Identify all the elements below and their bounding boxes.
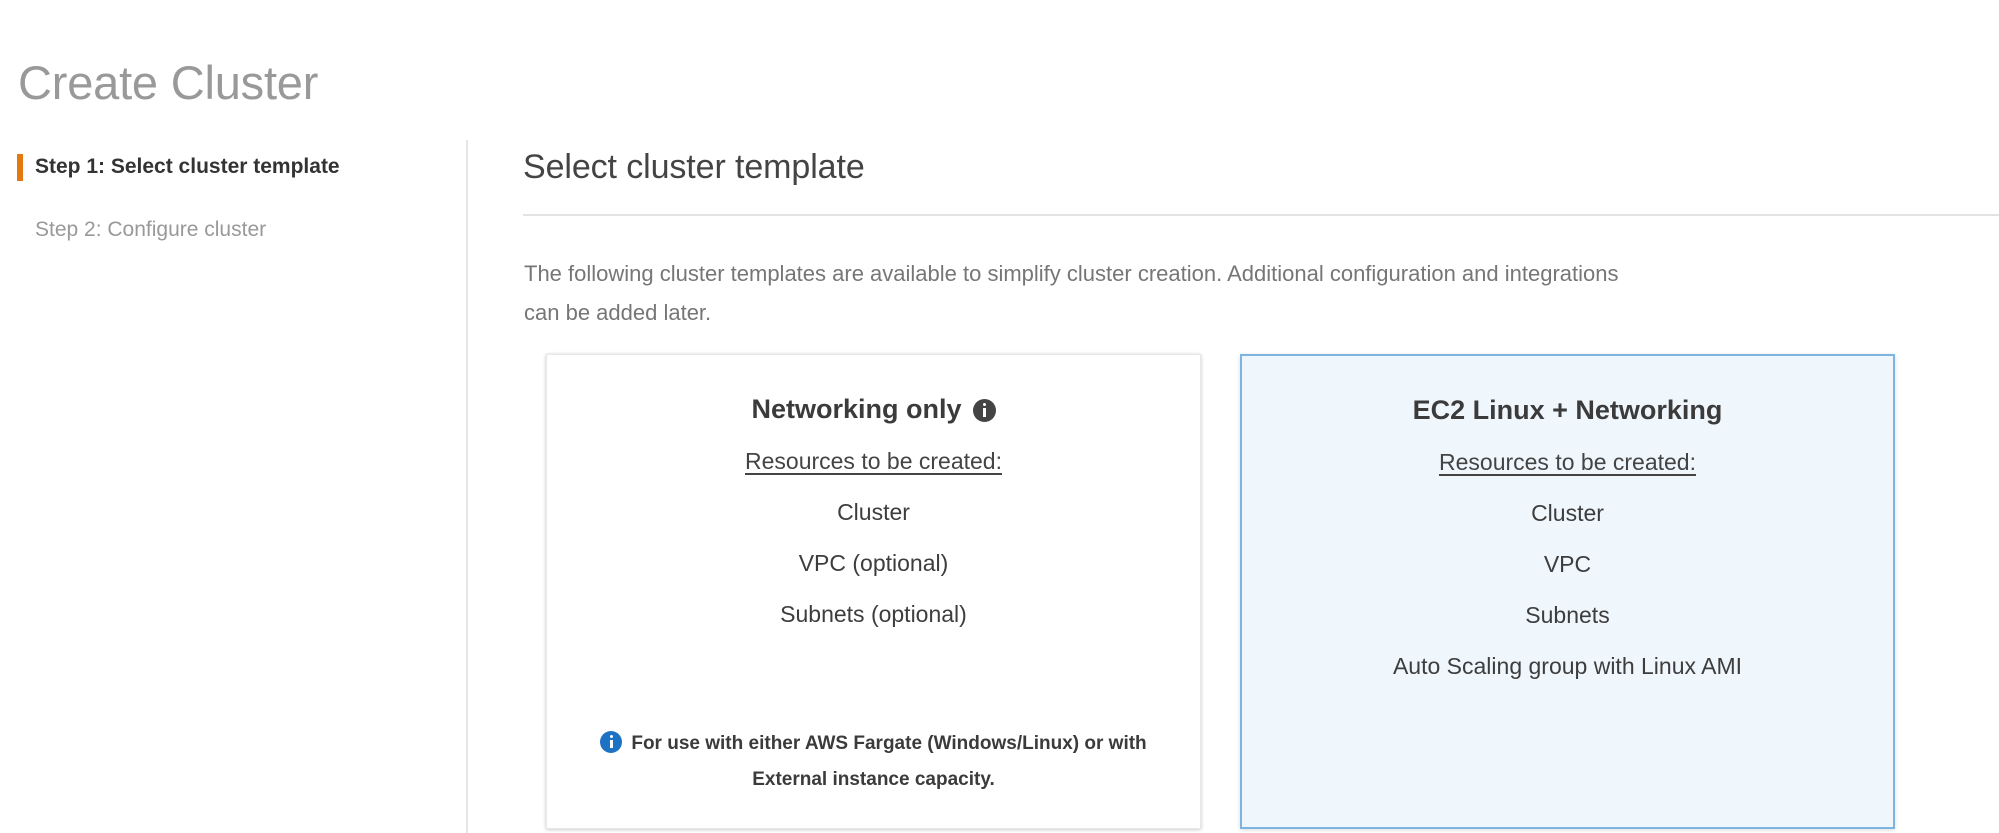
- wizard-steps-sidebar: Step 1: Select cluster template Step 2: …: [0, 140, 468, 833]
- info-icon: [600, 731, 623, 753]
- section-divider: [523, 214, 1999, 216]
- resource-item: Subnets: [1525, 602, 1610, 628]
- template-card-title: EC2 Linux + Networking: [1412, 395, 1723, 425]
- resources-to-be-created-label: Resources to be created:: [1439, 449, 1696, 475]
- sidebar-item-step-2-label: Step 2: Configure cluster: [35, 218, 267, 241]
- section-description: The following cluster templates are avai…: [524, 261, 1619, 325]
- template-card-ec2-linux-networking[interactable]: EC2 Linux + Networking Resources to be c…: [1240, 354, 1895, 829]
- sidebar-item-step-1[interactable]: Step 1: Select cluster template: [0, 153, 466, 181]
- template-card-networking-only[interactable]: Networking only Resources to be created:…: [546, 354, 1201, 829]
- sidebar-item-step-2[interactable]: Step 2: Configure cluster: [0, 216, 466, 244]
- main-content: Select cluster template The following cl…: [523, 140, 1999, 833]
- resource-item: Subnets (optional): [780, 601, 967, 627]
- resource-item: VPC (optional): [798, 550, 949, 576]
- template-card-title-label: Networking only: [751, 394, 962, 424]
- resources-to-be-created-label: Resources to be created:: [745, 448, 1002, 474]
- sidebar-item-step-1-label: Step 1: Select cluster template: [35, 155, 340, 178]
- template-card-note: For use with either AWS Fargate (Windows…: [587, 726, 1160, 798]
- info-icon[interactable]: [972, 399, 996, 422]
- section-title: Select cluster template: [523, 148, 865, 186]
- template-card-note-text: For use with either AWS Fargate (Windows…: [631, 733, 1147, 790]
- template-card-title: Networking only: [547, 387, 1200, 432]
- resource-item: Auto Scaling group with Linux AMI: [1392, 653, 1743, 679]
- page-title: Create Cluster: [18, 56, 319, 110]
- resource-item: Cluster: [1531, 500, 1604, 526]
- resource-item: VPC: [1543, 551, 1592, 577]
- resource-item: Cluster: [837, 499, 910, 525]
